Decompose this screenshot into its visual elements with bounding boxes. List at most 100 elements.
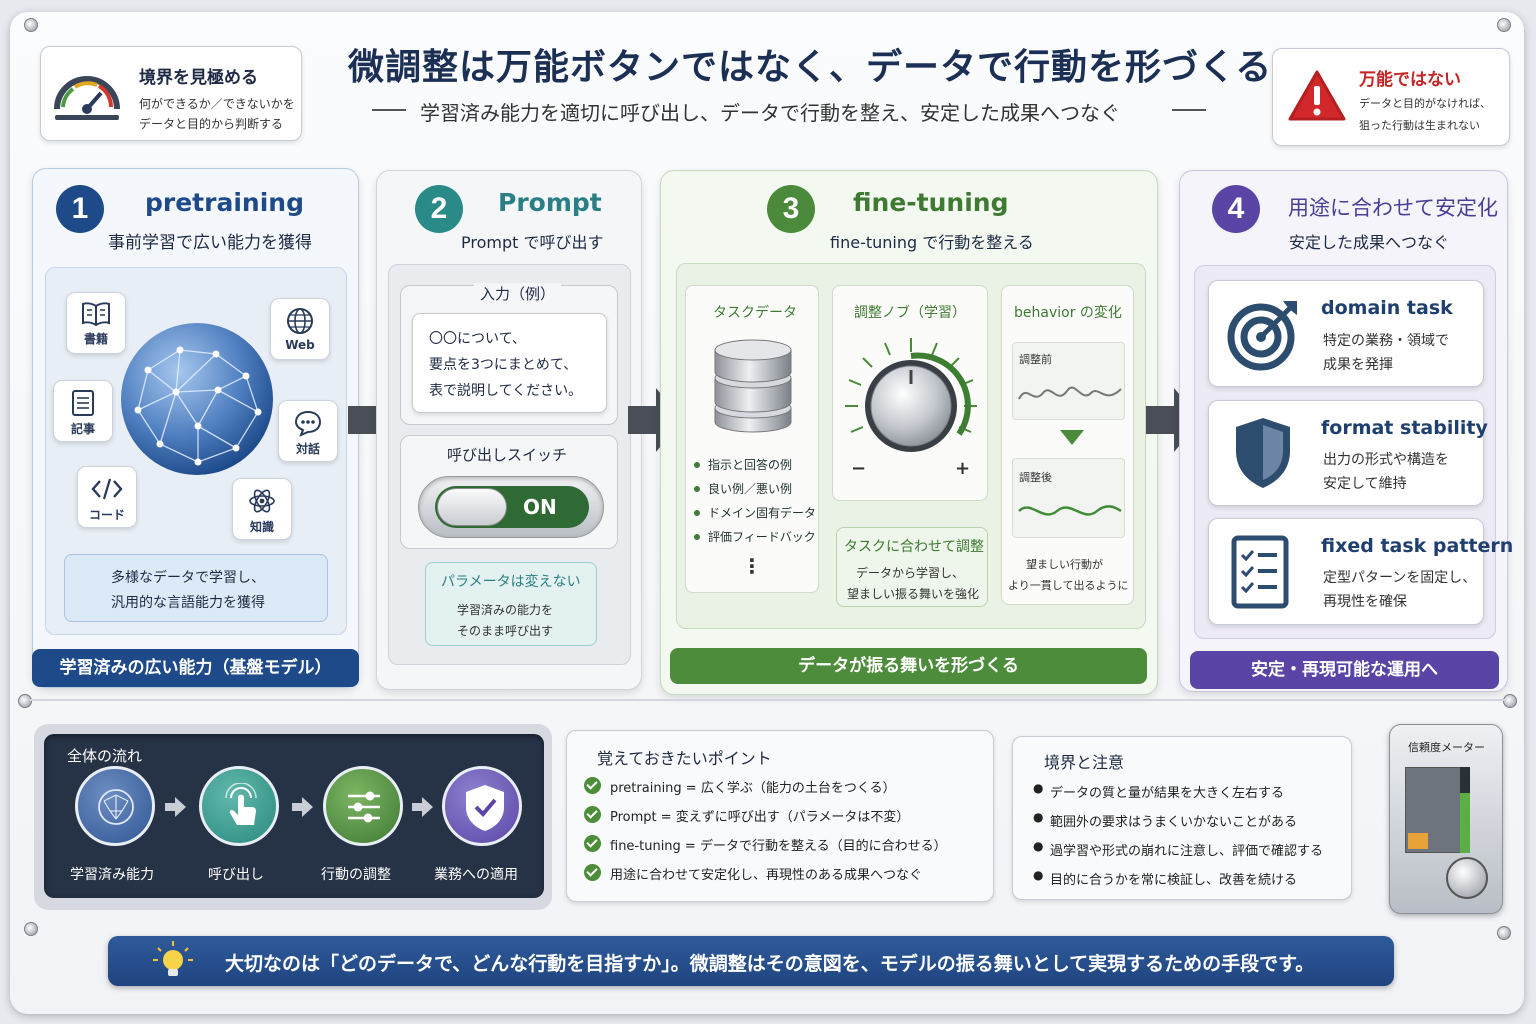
knob-note-line1: データから学習し、 — [856, 566, 965, 580]
behavior-card: behavior の変化 調整前 調整後 望ましい行動が より一貫して出るように — [1001, 285, 1134, 605]
behavior-title: behavior の変化 — [1014, 305, 1122, 321]
param-note-line1: 学習済みの能力を — [457, 603, 554, 617]
point-item-1: pretraining = 広く学ぶ（能力の土台をつくる） — [610, 781, 896, 796]
task-data-title: タスクデータ — [713, 305, 797, 321]
chat-bubble-icon — [294, 410, 322, 437]
list-item: ドメイン固有データ — [692, 501, 816, 525]
flow-title: 全体の流れ — [67, 747, 143, 765]
knob-note: タスクに合わせて調整 データから学習し、 望ましい振る舞いを強化 — [836, 527, 988, 607]
step3-subtitle: fine-tuning で行動を整える — [830, 233, 1034, 252]
meter-knob[interactable] — [1446, 857, 1488, 899]
prompt-line2: 要点を3つにまとめて、 — [429, 357, 578, 373]
point-item-3: fine-tuning = データで行動を整える（目的に合わせる） — [610, 839, 947, 854]
page-subtitle: 学習済み能力を適切に呼び出し、データで行動を整え、安定した成果へつなぐ — [420, 101, 1120, 125]
step1-subtitle: 事前学習で広い能力を獲得 — [108, 233, 312, 253]
caution-bullet: ● — [1033, 781, 1044, 795]
knob-note-line2: 望ましい振る舞いを強化 — [847, 587, 980, 601]
step3-banner: データが振る舞いを形づくる — [670, 648, 1147, 684]
flow-circle-4 — [442, 766, 522, 846]
check-icon — [584, 835, 601, 852]
pretraining-note-line1: 多様なデータで学習し、 — [111, 570, 265, 586]
chip-web-label: Web — [285, 338, 315, 352]
chip-article-label: 記事 — [70, 422, 95, 436]
footer-banner: 大切なのは「どのデータで、どんな行動を目指すか」。微調整はその意図を、モデルの振… — [108, 936, 1394, 986]
arrow-right-icon — [165, 797, 186, 817]
target-icon — [1227, 301, 1297, 371]
boundary-card: 境界を見極める 何ができるか／できないかを データと目的から判断する — [40, 46, 302, 141]
task-data-card: タスクデータ 指示と回答の例 良い例／悪い例 ドメイン固有データ 評価フィードバ… — [685, 285, 819, 593]
warning-icon — [1288, 70, 1346, 121]
more-indicator: ⋮ — [742, 554, 762, 578]
screw-icon — [18, 694, 32, 708]
sliders-icon — [348, 791, 380, 823]
check-icon — [584, 864, 601, 881]
screw-icon — [24, 18, 38, 32]
chip-knowledge: 知識 — [232, 478, 292, 540]
screw-icon — [24, 922, 38, 936]
step1-banner: 学習済みの広い能力（基盤モデル） — [32, 649, 359, 687]
step2-title: Prompt — [498, 188, 602, 217]
task-data-list: 指示と回答の例 良い例／悪い例 ドメイン固有データ 評価フィードバック — [692, 453, 816, 549]
screw-icon — [1503, 694, 1517, 708]
call-switch[interactable]: ON — [418, 476, 604, 538]
step4-subtitle: 安定した成果へつなぐ — [1289, 233, 1450, 252]
step4-banner: 安定・再現可能な運用へ — [1190, 651, 1499, 689]
list-item: 指示と回答の例 — [692, 453, 816, 477]
caution-bullet: ● — [1033, 839, 1044, 853]
format-stability-line2: 安定して維持 — [1323, 476, 1407, 492]
fixed-pattern-line1: 定型パターンを固定し、 — [1323, 570, 1477, 586]
database-icon — [714, 339, 792, 433]
flow-step-1-label: 学習済み能力 — [70, 867, 154, 883]
step3-number: 3 — [767, 185, 815, 233]
book-icon — [82, 302, 110, 327]
boundary-title: 境界を見極める — [139, 68, 258, 88]
chip-web: Web — [270, 298, 330, 360]
knob-plus: + — [955, 458, 971, 479]
step4-number: 4 — [1212, 185, 1260, 233]
globe-icon — [287, 308, 313, 334]
smooth-wave-icon — [1018, 505, 1122, 516]
atom-icon — [249, 489, 275, 513]
after-chart: 調整後 — [1012, 458, 1125, 538]
check-icon — [584, 806, 601, 823]
caution-item-1: データの質と量が結果を大きく左右する — [1050, 786, 1285, 801]
caution-item-3: 過学習や形式の崩れに注意し、評価で確認する — [1050, 844, 1324, 859]
point-item-4: 用途に合わせて安定化し、再現性のある成果へつなぐ — [610, 868, 923, 883]
section-divider — [30, 699, 1506, 701]
flow-circle-2 — [199, 766, 279, 846]
chip-knowledge-label: 知識 — [249, 520, 274, 534]
warning-line2: 狙った行動は生まれない — [1359, 119, 1480, 132]
flow-step-4-label: 業務への適用 — [434, 867, 518, 883]
fixed-pattern-title: fixed task pattern — [1321, 535, 1514, 557]
caution-bullet: ● — [1033, 810, 1044, 824]
caution-item-2: 範囲外の要求はうまくいかないことがある — [1050, 815, 1298, 830]
triangle-down-icon — [1060, 430, 1084, 445]
code-icon — [91, 478, 123, 500]
format-stability-card: format stability 出力の形式や構造を 安定して維持 — [1208, 400, 1488, 506]
tuning-knob[interactable] — [841, 334, 981, 474]
before-chart: 調整前 — [1012, 342, 1125, 420]
meter-level-fill — [1460, 792, 1470, 853]
document-icon — [72, 390, 94, 416]
switch-label: 呼び出しスイッチ — [447, 446, 568, 464]
knob-minus: − — [851, 458, 867, 479]
pretraining-note: 多様なデータで学習し、 汎用的な言語能力を獲得 — [64, 554, 328, 622]
prompt-line1: 〇〇について、 — [429, 331, 526, 347]
boundary-line1: 何ができるか／できないかを — [139, 97, 295, 111]
knob-note-title: タスクに合わせて調整 — [844, 539, 984, 555]
warning-title: 万能ではない — [1359, 70, 1461, 90]
cautions-card: 境界と注意 ● データの質と量が結果を大きく左右する ● 範囲外の要求はうまくい… — [1012, 736, 1352, 900]
chip-article: 記事 — [53, 380, 113, 442]
noisy-wave-icon — [1018, 386, 1122, 400]
brain-network-icon — [98, 789, 134, 825]
chip-code: コード — [77, 466, 137, 528]
warning-line1: データと目的がなければ、 — [1359, 97, 1491, 110]
shield-check-icon — [466, 785, 504, 831]
flow-circle-1 — [75, 766, 155, 846]
behavior-note-line2: より一貫して出るように — [1008, 579, 1129, 592]
knob-title: 調整ノブ（学習） — [854, 305, 966, 321]
meter-title: 信頼度メーター — [1408, 741, 1485, 754]
screw-icon — [1497, 18, 1511, 32]
footer-message: 大切なのは「どのデータで、どんな行動を目指すか」。微調整はその意図を、モデルの振… — [225, 953, 1315, 975]
chip-code-label: コード — [88, 508, 125, 522]
